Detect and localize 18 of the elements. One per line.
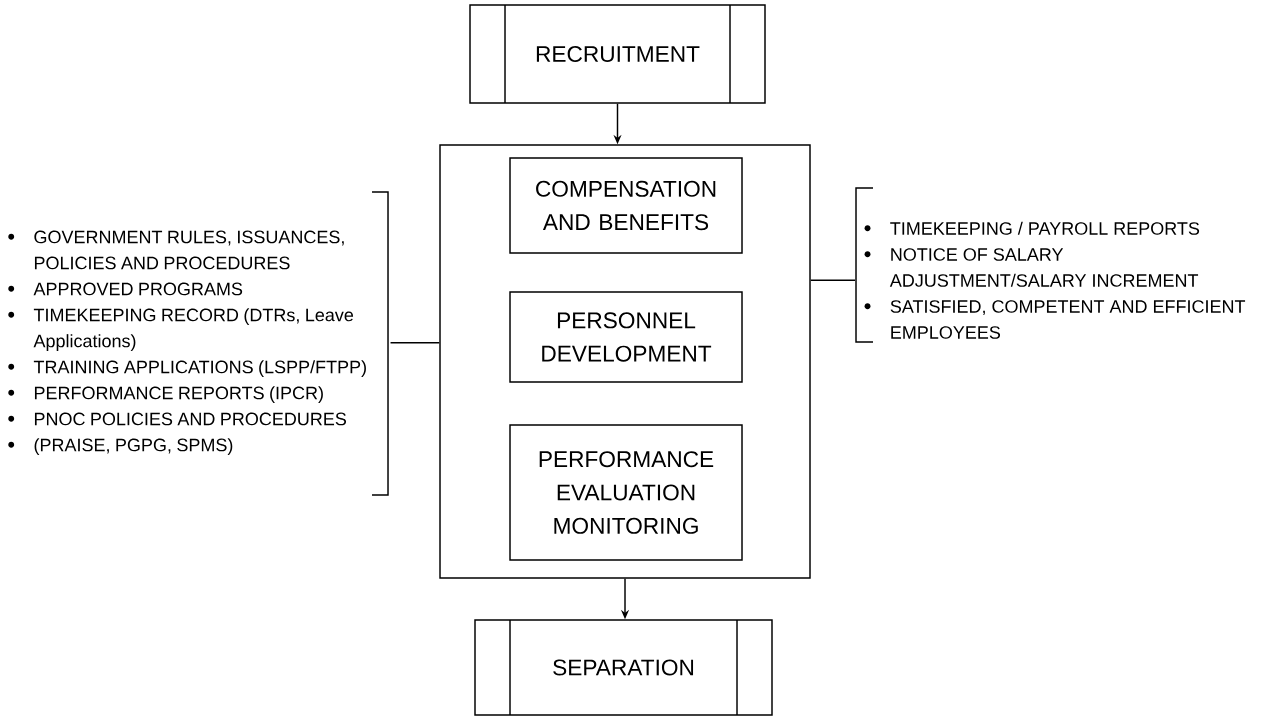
connector-line [810,279,856,281]
predefined-process-box: SEPARATION [474,619,773,716]
list-item: TIMEKEEPING RECORD (DTRs, Leave Applications) [33,308,354,351]
list-item: PERFORMANCE REPORTS (IPCR) [34,386,323,403]
list-item: SATISFIED, COMPETENT AND EFFICIENT EMPLOYEES [890,300,1246,339]
list-item: TIMEKEEPING / PAYROLL REPORTS [890,221,1200,235]
process-box: PERFORMANCE EVALUATION MONITORING [509,424,743,561]
list-item: APPROVED PROGRAMS [33,282,243,296]
list-item: PNOC POLICIES AND PROCEDURES [34,412,346,426]
outer-box [439,144,811,579]
list-item: NOTICE OF SALARY ADJUSTMENT/SALARY INCREMENT [889,248,1199,287]
list-item: TRAINING APPLICATIONS (LSPP/FTPP) [33,360,366,377]
process-box: PERSONNEL DEVELOPMENT [509,291,743,383]
predefined-process-box: RECRUITMENT [469,4,766,104]
list-item: (PRAISE, PGPG, SPMS) [34,438,233,455]
list-item: GOVERNMENT RULES, ISSUANCES, POLICIES AND PROCEDURES [34,230,344,270]
process-box: COMPENSATION AND BENEFITS [509,157,743,254]
connector-line [389,342,440,344]
